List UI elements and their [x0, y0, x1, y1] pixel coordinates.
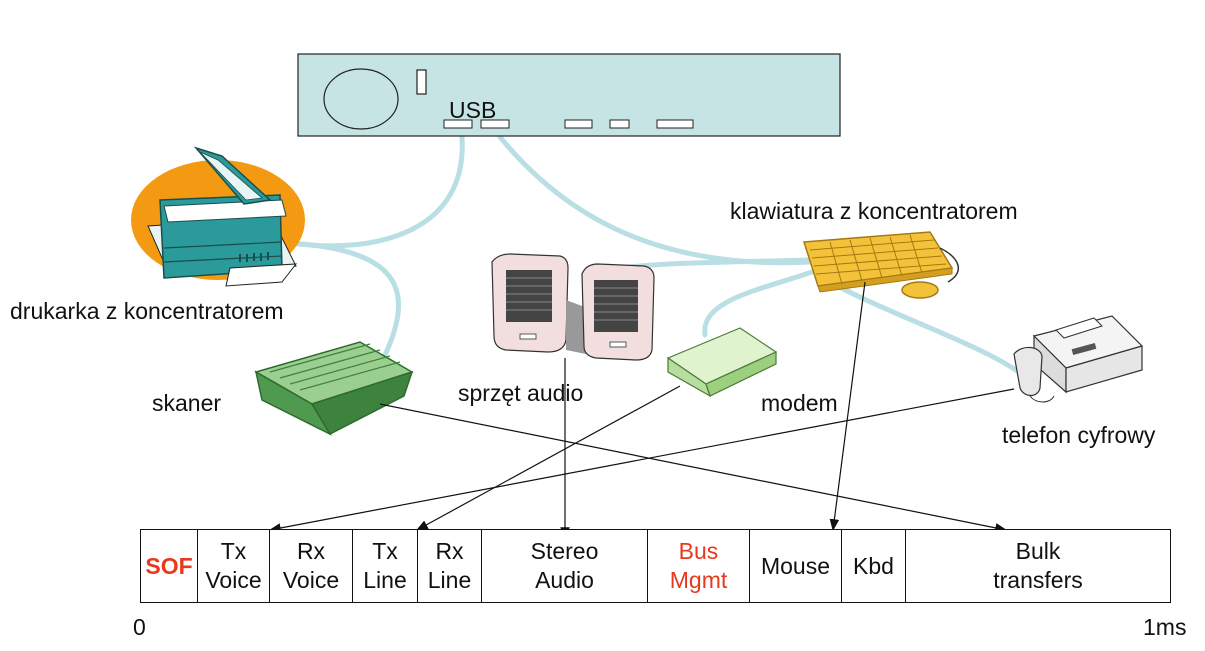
port-slot-2	[609, 119, 630, 129]
slot-sof: SOF	[141, 530, 198, 602]
slot-line: Voice	[205, 567, 262, 593]
host-computer	[297, 53, 841, 137]
modem-icon	[666, 327, 778, 398]
slot-arrows	[268, 281, 1015, 540]
slot-line: Rx	[296, 538, 326, 564]
arrow-phone-to-txvoice	[268, 388, 1015, 533]
slot-line: Tx	[372, 538, 398, 564]
power-button-icon	[323, 68, 399, 130]
slot-line: Bulk	[1015, 538, 1061, 564]
cable-printer-scanner	[287, 240, 401, 358]
slot-line: Rx	[435, 538, 464, 564]
port-slot-1	[564, 119, 593, 129]
timeline-start-label: 0	[133, 614, 146, 640]
slot-line: Kbd	[853, 552, 894, 579]
arrow-keyboard-to-mouse	[829, 281, 866, 532]
usb-cables	[287, 134, 1038, 388]
indicator-icon	[416, 69, 427, 95]
slot-line: Mgmt	[669, 567, 728, 593]
usb-port-label: USB	[449, 97, 497, 123]
cable-keyboard-modem	[702, 269, 815, 338]
usb-port-2	[480, 119, 510, 129]
printer-icon	[131, 146, 305, 287]
slot-line: Bus	[678, 538, 719, 564]
speaker-right-icon	[581, 263, 655, 361]
slot-line: transfers	[993, 567, 1083, 593]
printer-label: drukarka z koncentratorem	[10, 298, 284, 324]
speaker-left-icon	[491, 253, 598, 356]
slot-bulk-transfers: Bulk transfers	[906, 530, 1170, 602]
scanner-icon	[254, 341, 414, 436]
slot-line: Tx	[220, 538, 247, 564]
arrow-modem-to-txline	[415, 385, 681, 531]
keyboard-icon	[802, 231, 959, 299]
audio-label: sprzęt audio	[458, 380, 584, 406]
usb-port-1	[443, 119, 473, 129]
slot-mouse: Mouse	[750, 530, 842, 602]
slot-line: Voice	[282, 567, 340, 593]
slot-line: SOF	[145, 552, 193, 579]
cable-host-printer	[287, 134, 465, 249]
slot-kbd: Kbd	[842, 530, 906, 602]
slot-line: Stereo	[530, 538, 599, 564]
arrow-scanner-to-bulk	[379, 403, 1008, 533]
phone-icon	[1013, 315, 1144, 403]
keyboard-label: klawiatura z koncentratorem	[730, 198, 1018, 224]
mouse-icon	[901, 281, 939, 299]
slot-line: Audio	[535, 567, 594, 593]
port-slot-3	[656, 119, 694, 129]
cable-keyboard-phone	[827, 279, 1038, 388]
phone-label: telefon cyfrowy	[1002, 422, 1156, 448]
slot-line: Mouse	[760, 552, 831, 579]
timeline-end-label: 1ms	[1143, 614, 1187, 640]
slot-line: Line	[363, 567, 407, 593]
scanner-label: skaner	[152, 390, 222, 416]
slot-line: Line	[427, 567, 472, 593]
modem-label: modem	[761, 390, 838, 416]
